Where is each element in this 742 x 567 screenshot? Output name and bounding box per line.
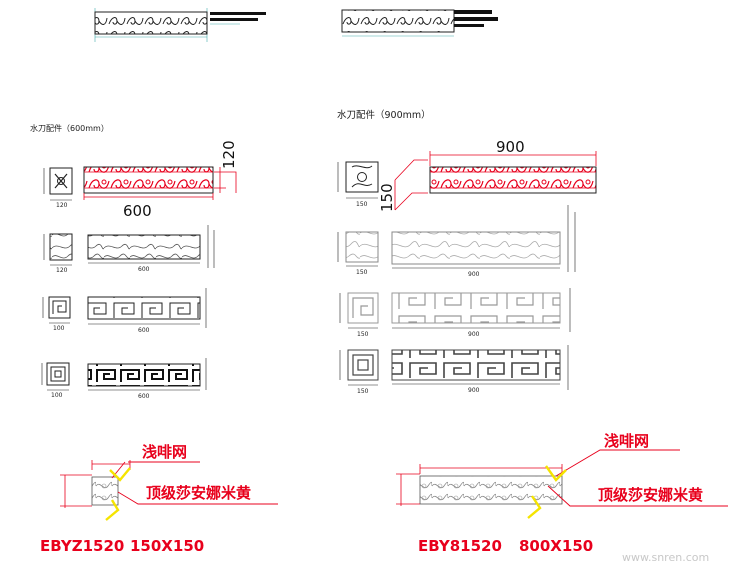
right-sample-strip xyxy=(419,475,563,505)
left-section-title: 水刀配件（600mm） xyxy=(30,123,109,133)
right-height-dimension: 150 xyxy=(378,183,396,212)
right-row1-width-label: 150 xyxy=(356,201,368,208)
left-length-dimension: 600 xyxy=(123,202,152,220)
right-row1-profile-red xyxy=(429,166,597,194)
right-row-3: 150 900 xyxy=(339,288,571,338)
left-row2-length-label: 600 xyxy=(138,266,150,273)
right-product-size: 800X150 xyxy=(519,537,593,555)
left-height-dimension: 120 xyxy=(220,140,238,169)
left-row3-width-label: 100 xyxy=(53,325,65,332)
right-row2-section-block xyxy=(345,231,379,263)
left-product-size: 150X150 xyxy=(130,537,204,555)
right-row4-width-label: 150 xyxy=(357,388,369,395)
right-row2-profile xyxy=(391,231,561,265)
left-row-3: 100 600 xyxy=(42,288,207,334)
left-row1-profile-red xyxy=(83,166,214,194)
right-row3-length-label: 900 xyxy=(468,331,480,338)
right-row3-width-label: 150 xyxy=(357,331,369,338)
left-row3-length-label: 600 xyxy=(138,327,150,334)
left-row4-length-label: 600 xyxy=(138,393,150,400)
left-sample-tile xyxy=(91,476,119,506)
left-stone-label: 顶级莎安娜米黄 xyxy=(146,484,251,502)
right-section-title: 水刀配件（900mm） xyxy=(337,109,431,121)
left-mesh-label: 浅啡网 xyxy=(142,443,187,461)
bottom-right-annotation: 浅啡网 顶级莎安娜米黄 xyxy=(396,432,728,519)
left-row2-section-block xyxy=(49,233,73,261)
bottom-left-annotation: 浅啡网 顶级莎安娜米黄 xyxy=(60,443,278,521)
right-row-1: 150 900 150 xyxy=(337,138,597,212)
right-mesh-label: 浅啡网 xyxy=(604,432,649,450)
left-row1-width-label: 120 xyxy=(56,202,68,209)
left-row2-profile xyxy=(87,234,201,260)
right-row4-length-label: 900 xyxy=(468,387,480,394)
left-row-4: 100 600 xyxy=(41,358,207,400)
right-row1-section-block xyxy=(345,161,379,193)
left-row4-section-block xyxy=(46,362,70,386)
left-product-code: EBYZ1520 xyxy=(40,537,124,555)
right-row3-profile xyxy=(391,292,561,324)
right-row-4: 150 900 xyxy=(339,345,569,395)
left-row4-profile xyxy=(87,363,201,387)
top-right-remnant xyxy=(341,9,498,37)
left-row2-width-label: 120 xyxy=(56,267,68,274)
left-row-1: 120 600 120 xyxy=(43,140,238,220)
watermark: www.snren.com xyxy=(622,551,709,564)
right-row4-profile xyxy=(391,349,561,381)
right-length-dimension: 900 xyxy=(496,138,525,156)
left-row4-width-label: 100 xyxy=(51,392,63,399)
right-row2-length-label: 900 xyxy=(468,271,480,278)
left-row-2: 120 600 xyxy=(43,225,215,274)
right-product-code: EBY81520 xyxy=(418,537,502,555)
left-row3-section-block xyxy=(48,296,71,319)
top-left-remnant xyxy=(94,8,266,42)
right-row-2: 150 900 xyxy=(337,205,576,278)
right-row2-width-label: 150 xyxy=(356,269,368,276)
right-stone-label: 顶级莎安娜米黄 xyxy=(598,486,703,504)
left-row3-profile xyxy=(87,296,201,320)
